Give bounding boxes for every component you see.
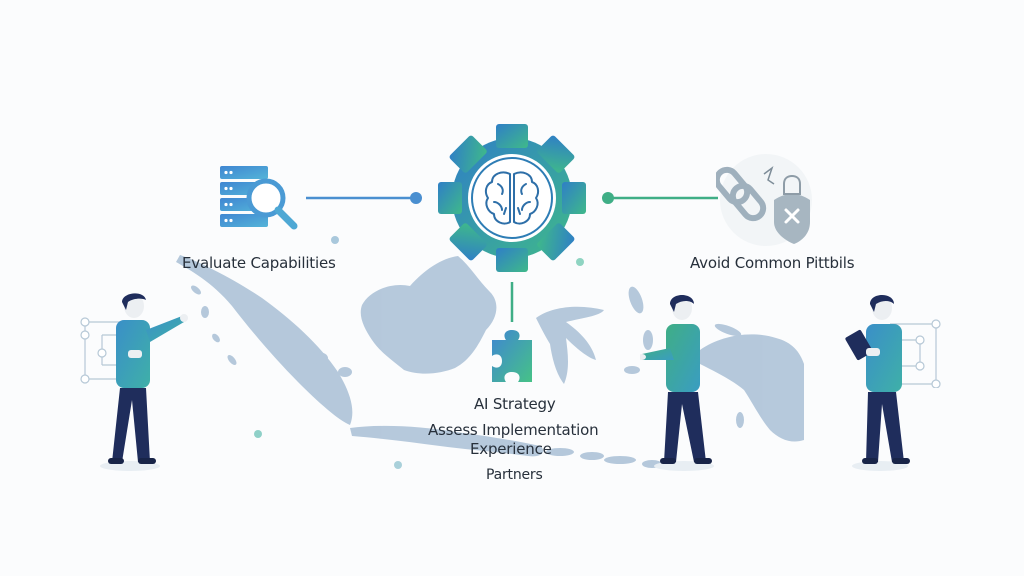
gear-brain-node[interactable]	[432, 118, 592, 278]
assess-implementation-label: Assess Implementation	[428, 421, 599, 439]
circuit-decoration-right	[890, 319, 941, 388]
avoid-pitfalls-node[interactable]	[716, 150, 816, 250]
evaluate-capabilities-node[interactable]	[214, 160, 304, 240]
puzzle-piece-icon	[492, 330, 532, 382]
ai-strategy-label: AI Strategy	[474, 395, 556, 413]
server-search-icon	[220, 166, 298, 230]
broken-chain-shield-icon	[716, 154, 812, 246]
person-tablet-figure	[845, 295, 910, 471]
ai-strategy-node[interactable]	[488, 326, 536, 384]
experience-label: Experience	[470, 440, 552, 458]
avoid-pitfalls-label: Avoid Common Pittbils	[690, 254, 855, 272]
circuit-decoration-left	[80, 317, 140, 384]
person-pointing-figure	[100, 293, 188, 471]
evaluate-capabilities-label: Evaluate Capabilities	[182, 254, 336, 272]
partners-label: Partners	[486, 467, 543, 483]
gear-brain-icon	[438, 124, 586, 272]
person-presenting-figure	[640, 295, 714, 471]
